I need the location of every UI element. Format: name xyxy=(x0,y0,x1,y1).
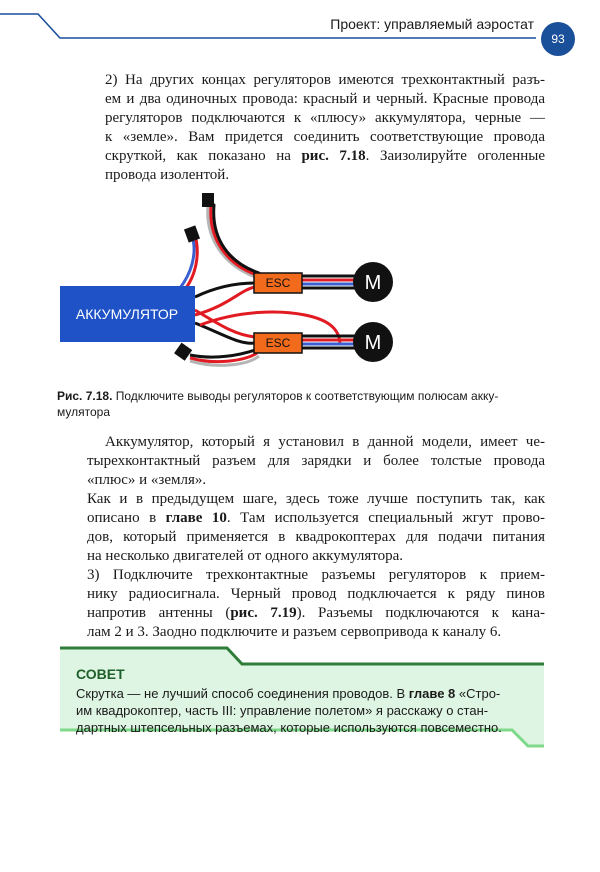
text-line: Аккумулятор, который я установил в данно… xyxy=(105,434,545,450)
page-number: 93 xyxy=(551,32,565,46)
text-line: провода изолентой. xyxy=(105,167,230,183)
battery-box xyxy=(60,286,195,342)
servo-lead-top xyxy=(206,203,261,279)
motor-top xyxy=(353,262,393,302)
text-line: ем и два одиночных провода: красный и че… xyxy=(105,91,545,107)
figure-reference: рис. 7.18 xyxy=(301,148,366,164)
battery-balance-lead xyxy=(178,234,199,289)
figure-reference: рис. 7.19 xyxy=(230,605,297,621)
caption-label: Рис. 7.18. xyxy=(57,389,113,403)
esc-label-bottom: ESC xyxy=(266,336,291,350)
paragraph-step-2: 2) На других концах регуляторов имеются … xyxy=(105,71,545,185)
esc-box-bottom xyxy=(253,332,303,354)
connector-left xyxy=(183,225,201,243)
motor-leads-bottom xyxy=(302,334,358,350)
tip-title: СОВЕТ xyxy=(76,666,125,682)
page-number-badge: 93 xyxy=(541,22,575,56)
servo-lead-bottom xyxy=(189,348,260,367)
header-rule xyxy=(0,13,536,39)
text-line: напротив антенны (рис. 7.19). Разъемы по… xyxy=(87,605,545,621)
tip-box xyxy=(60,646,544,748)
text-line: скруткой, как показано на рис. 7.18. Заи… xyxy=(105,148,545,164)
esc-label-top: ESC xyxy=(266,276,291,290)
running-head: Проект: управляемый аэростат xyxy=(330,16,534,32)
text-line: дов, который применяется в квадрокоптера… xyxy=(87,529,545,545)
text-line: описано в главе 10. Там используется спе… xyxy=(87,510,545,526)
tip-text: Скрутка — не лучший способ соединения пр… xyxy=(76,686,502,735)
text-line: 2) На других концах регуляторов имеются … xyxy=(105,72,545,88)
text-line: на несколько двигателей от одного аккуму… xyxy=(87,548,404,564)
text-line: лам 2 и 3. Заодно подключите и разъем се… xyxy=(87,624,502,640)
text-line: к «земле». Вам придется соединить соотве… xyxy=(105,129,545,145)
motor-label-bottom: M xyxy=(365,332,382,354)
motor-bottom xyxy=(353,322,393,362)
figure-caption: Рис. 7.18. Подключите выводы регуляторов… xyxy=(57,389,499,419)
power-wires xyxy=(194,281,342,346)
chapter-reference: главе 8 xyxy=(408,686,456,701)
esc-box-top xyxy=(253,272,303,294)
text-line: тырехконтактный разъем для зарядки и бол… xyxy=(87,453,545,469)
text-line: «плюс» и «земля». xyxy=(87,472,207,488)
text-line: Как и в предыдущем шаге, здесь тоже лучш… xyxy=(87,491,545,507)
connector-top xyxy=(202,193,214,207)
motor-label-top: M xyxy=(365,272,382,294)
motor-leads-top xyxy=(302,274,358,290)
paragraph-battery-and-step-3: Аккумулятор, который я установил в данно… xyxy=(87,433,545,642)
chapter-reference: главе 10 xyxy=(165,510,227,526)
text-line: 3) Подключите трехконтактные разъемы рег… xyxy=(87,567,545,583)
text-line: нику радиосигнала. Черный провод подключ… xyxy=(87,586,545,602)
connector-bottom xyxy=(174,342,193,361)
text-line: регуляторов подключаются к «плюсу» аккум… xyxy=(105,110,545,126)
battery-label: АККУМУЛЯТОР xyxy=(76,306,178,322)
wiring-diagram: АККУМУЛЯТОР ESC ESC M M xyxy=(60,193,393,367)
